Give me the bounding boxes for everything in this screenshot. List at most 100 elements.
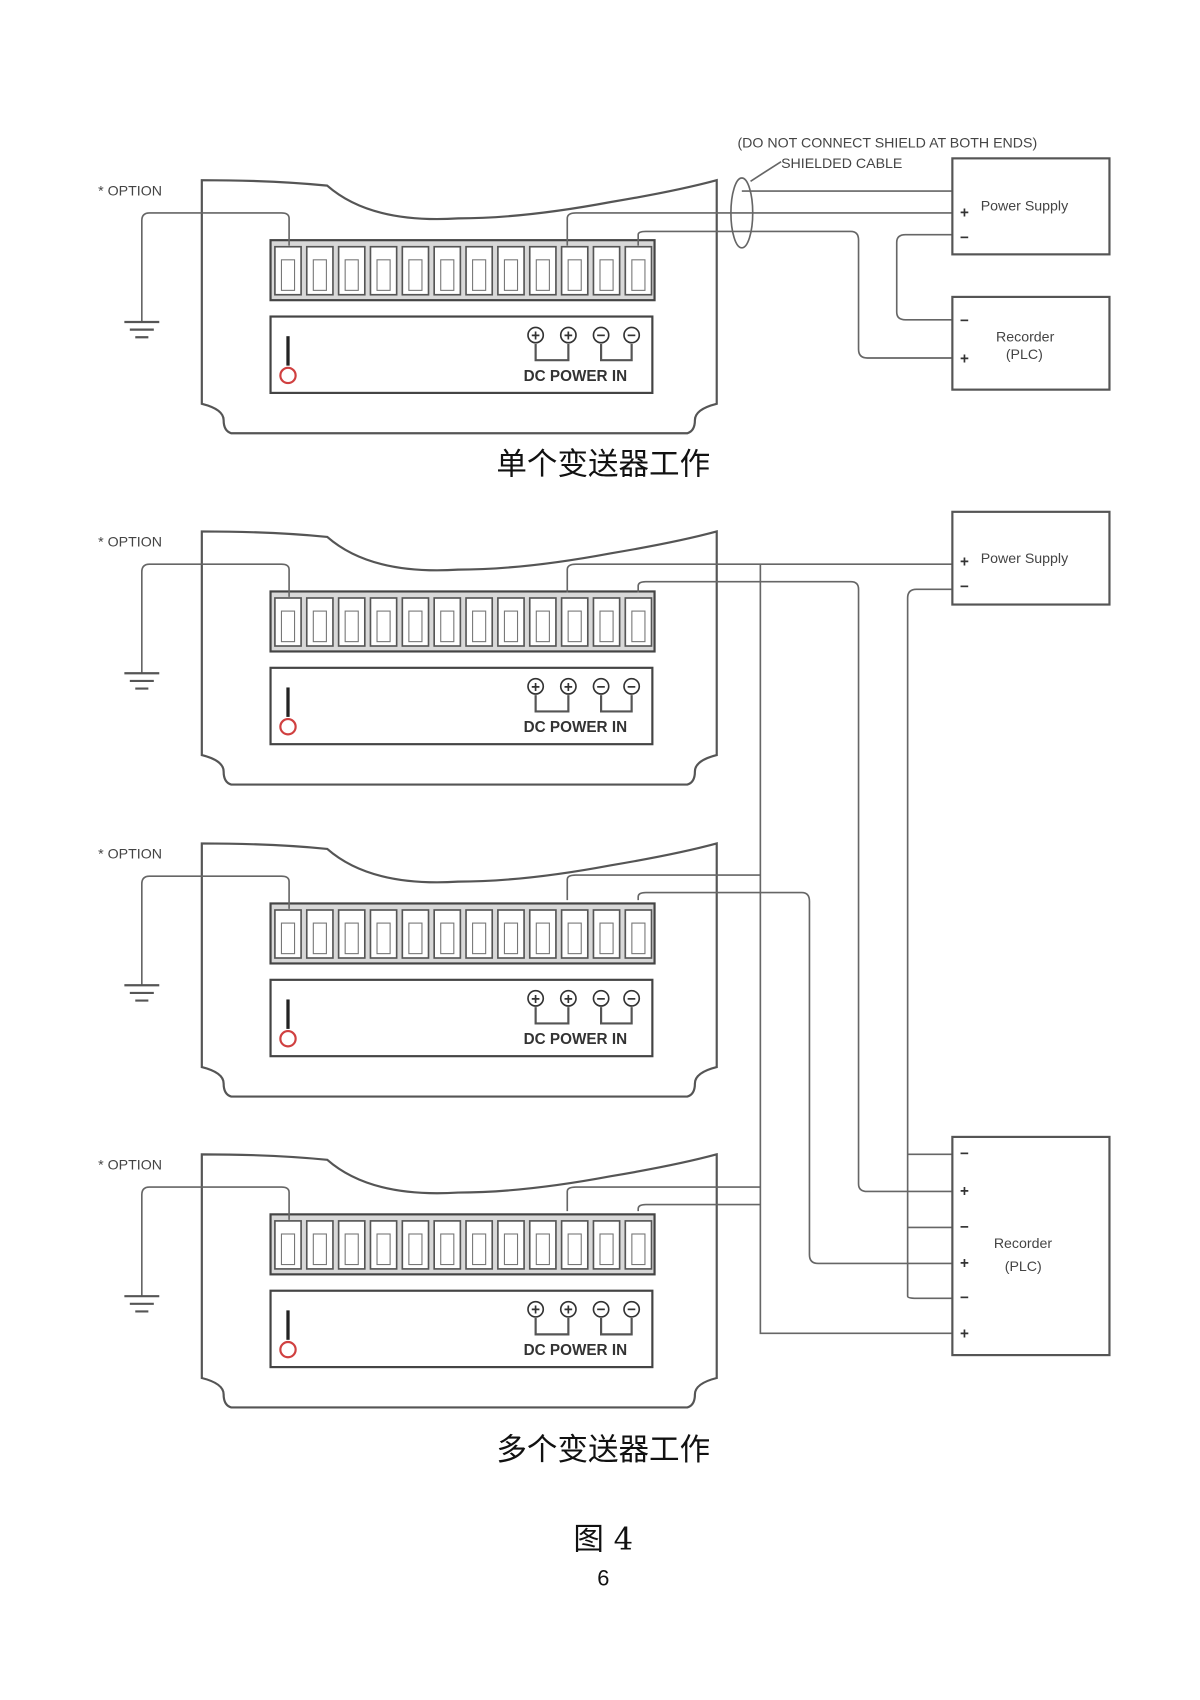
figure-label: 图 4 — [573, 1522, 633, 1557]
shield-note: (DO NOT CONNECT SHIELD AT BOTH ENDS) — [737, 135, 1037, 151]
terminal-screw — [503, 922, 519, 955]
terminal — [401, 909, 430, 959]
terminal-screw — [503, 259, 519, 291]
terminal-screw — [535, 610, 550, 643]
terminal — [465, 909, 494, 959]
terminal-screw — [440, 922, 455, 955]
terminal-screw — [280, 1233, 296, 1266]
terminal — [624, 909, 653, 959]
polarity-sign: + — [564, 679, 573, 696]
polarity-sign: + — [531, 991, 540, 1008]
polarity-sign: − — [960, 1219, 969, 1236]
terminal-screw — [376, 1233, 391, 1266]
terminal-circle-icon — [592, 326, 610, 344]
jumper — [534, 343, 633, 362]
terminal — [369, 1220, 398, 1270]
polarity-sign: + — [960, 553, 969, 570]
terminal-circle-icon — [592, 677, 610, 695]
terminal-screw — [312, 922, 327, 955]
terminal-screw — [376, 610, 391, 643]
terminal-screw — [631, 1233, 646, 1266]
terminal-screw — [472, 922, 487, 955]
recorder-label: Recorder — [996, 330, 1055, 346]
terminal — [337, 1220, 366, 1270]
module-outline — [200, 1152, 718, 1409]
terminal — [274, 1220, 302, 1270]
terminal — [560, 1220, 589, 1270]
terminal — [560, 909, 589, 959]
polarity-sign: + — [960, 1326, 969, 1343]
terminal-screw — [472, 610, 487, 643]
terminal-circle-icon — [623, 989, 641, 1007]
earth-ground-icon — [124, 320, 160, 339]
polarity-sign: − — [960, 1146, 969, 1163]
ground-symbol-icon — [279, 1029, 297, 1048]
terminal-screw — [535, 1233, 550, 1266]
dc-power-in-label: DC POWER IN — [524, 1342, 627, 1359]
dc-power-in-label: DC POWER IN — [524, 368, 627, 385]
terminal-circle-icon — [527, 677, 545, 695]
terminal-screw — [503, 610, 519, 643]
single-caption: 单个变送器工作 — [496, 448, 710, 483]
polarity-sign: + — [531, 679, 540, 696]
terminal-screw — [567, 922, 582, 955]
terminal-circle-icon — [527, 989, 545, 1007]
multi-wires — [566, 563, 953, 1335]
earth-ground-icon — [124, 984, 160, 1002]
terminal — [274, 245, 302, 296]
polarity-sign: + — [960, 1255, 969, 1272]
terminal — [497, 245, 525, 296]
power-supply-label-2: Power Supply — [981, 551, 1069, 567]
terminal — [624, 245, 653, 296]
polarity-sign: + — [564, 991, 573, 1008]
polarity-sign: − — [627, 1302, 636, 1319]
terminal-screw — [503, 1233, 519, 1266]
terminal — [497, 597, 525, 647]
module-outline — [200, 842, 718, 1098]
terminal — [528, 245, 557, 296]
option-label: * OPTION — [98, 1158, 162, 1174]
terminal — [274, 909, 302, 959]
terminal-circle-icon — [527, 326, 545, 344]
terminal-strip — [269, 239, 656, 302]
option-label: * OPTION — [98, 847, 162, 863]
dc-power-in-label: DC POWER IN — [524, 1031, 627, 1048]
recorder-box — [951, 295, 1111, 391]
jumper — [534, 1318, 633, 1336]
terminal-screw — [567, 259, 582, 291]
terminal — [305, 245, 334, 296]
polarity-sign: − — [960, 1290, 969, 1307]
polarity-sign: − — [597, 991, 606, 1008]
terminal — [433, 909, 462, 959]
polarity-sign: + — [564, 328, 573, 345]
terminal-screw — [599, 610, 614, 643]
power-supply-label: Power Supply — [981, 199, 1069, 215]
polarity-sign: − — [597, 328, 606, 345]
terminal-strip — [269, 1213, 656, 1276]
terminal-screw — [440, 1233, 455, 1266]
terminal — [497, 1220, 525, 1270]
terminal-circle-icon — [623, 677, 641, 695]
plc-label-2: (PLC) — [1005, 1259, 1042, 1275]
polarity-sign: − — [627, 991, 636, 1008]
terminal-screw — [472, 1233, 487, 1266]
page-number: 6 — [597, 1565, 609, 1590]
terminal-screw — [440, 259, 455, 291]
terminal-screw — [631, 259, 646, 291]
power-supply-box-2 — [951, 510, 1111, 606]
terminal — [337, 597, 366, 647]
polarity-sign: + — [960, 350, 969, 367]
polarity-sign: − — [960, 312, 969, 329]
terminal-screw — [440, 610, 455, 643]
shielded-cable-icon — [730, 177, 754, 249]
terminal — [305, 597, 334, 647]
terminal-screw — [535, 922, 550, 955]
terminal — [528, 909, 557, 959]
ground-wire — [141, 563, 290, 674]
polarity-sign: − — [960, 578, 969, 595]
terminal — [401, 245, 430, 296]
polarity-sign: − — [597, 1302, 606, 1319]
terminal-screw — [567, 1233, 582, 1266]
terminal — [337, 909, 366, 959]
terminal — [528, 597, 557, 647]
